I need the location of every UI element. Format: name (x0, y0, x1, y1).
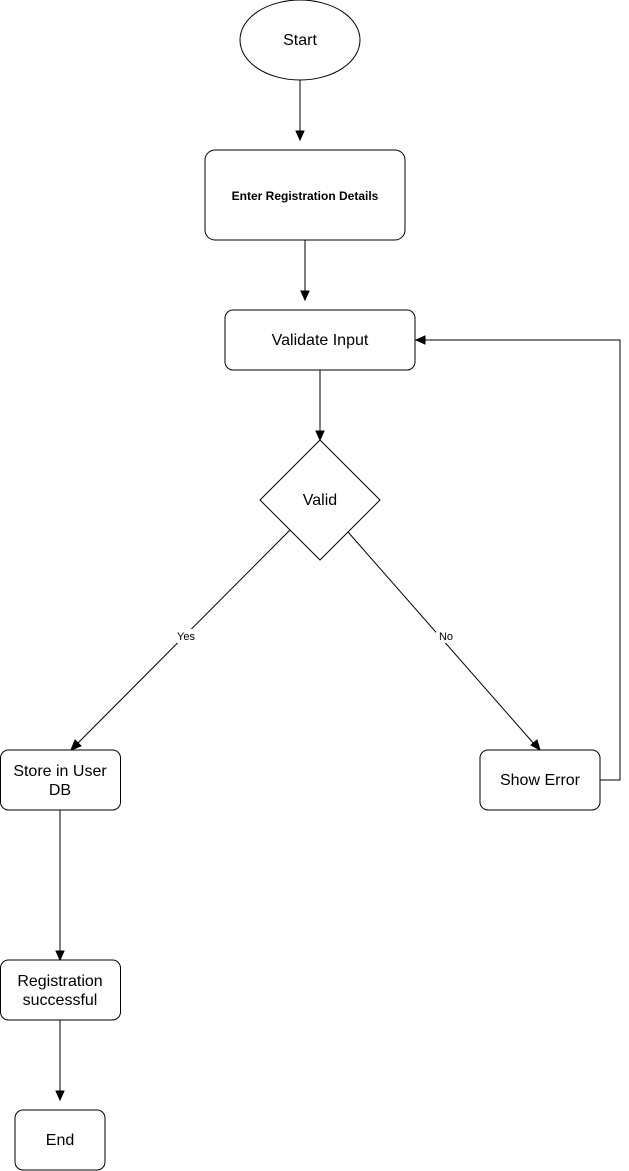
validate-label: Validate Input (272, 332, 369, 349)
edge-validate-to-valid (315, 370, 325, 442)
arrowhead (55, 1090, 65, 1102)
no-label: No (439, 631, 453, 643)
edge-error-to-validate (414, 335, 621, 781)
yes-label: Yes (177, 631, 195, 643)
arrowhead (414, 335, 426, 345)
success-label-line-2: successful (23, 992, 98, 1009)
arrowhead (55, 950, 65, 962)
show-error-box (479, 749, 601, 811)
node-show-error: Show Error (479, 749, 601, 811)
start-ellipse (239, 0, 361, 81)
node-success: Registration successful (0, 959, 121, 1021)
end-label: End (46, 1132, 74, 1149)
end-box (14, 1109, 106, 1171)
node-start: Start (239, 0, 361, 81)
store-label-line-2: DB (49, 782, 71, 799)
node-valid-decision: Valid (259, 439, 381, 561)
show-error-label: Show Error (500, 772, 581, 789)
valid-label: Valid (303, 492, 337, 509)
edge-no-valid-to-error: No (347, 531, 541, 752)
edge-success-to-end (55, 1020, 65, 1102)
arrowhead (70, 739, 82, 751)
valid-diamond (259, 439, 381, 561)
start-label: Start (283, 32, 317, 49)
arrowhead (300, 290, 310, 302)
node-validate: Validate Input (224, 309, 416, 371)
validate-box (224, 309, 416, 371)
arrowhead (530, 739, 541, 752)
enter-details-box (204, 149, 406, 241)
edge-store-to-success (55, 810, 65, 962)
success-label-line-1: Registration (17, 973, 102, 990)
enter-details-label: Enter Registration Details (232, 189, 379, 203)
arrowhead (295, 130, 305, 142)
node-enter-details: Enter Registration Details (204, 149, 406, 241)
store-label-line-1: Store in User (13, 763, 107, 780)
edge-yes-valid-to-store: Yes (70, 529, 291, 751)
arrowhead (315, 430, 325, 442)
edge-enter-to-validate (300, 240, 310, 302)
edge-start-to-enter (295, 80, 305, 142)
store-box (0, 749, 121, 811)
node-end: End (14, 1109, 106, 1171)
node-store: Store in User DB (0, 749, 121, 811)
success-box (0, 959, 121, 1021)
edge-label-background (174, 629, 198, 643)
edge-label-background (436, 629, 456, 643)
